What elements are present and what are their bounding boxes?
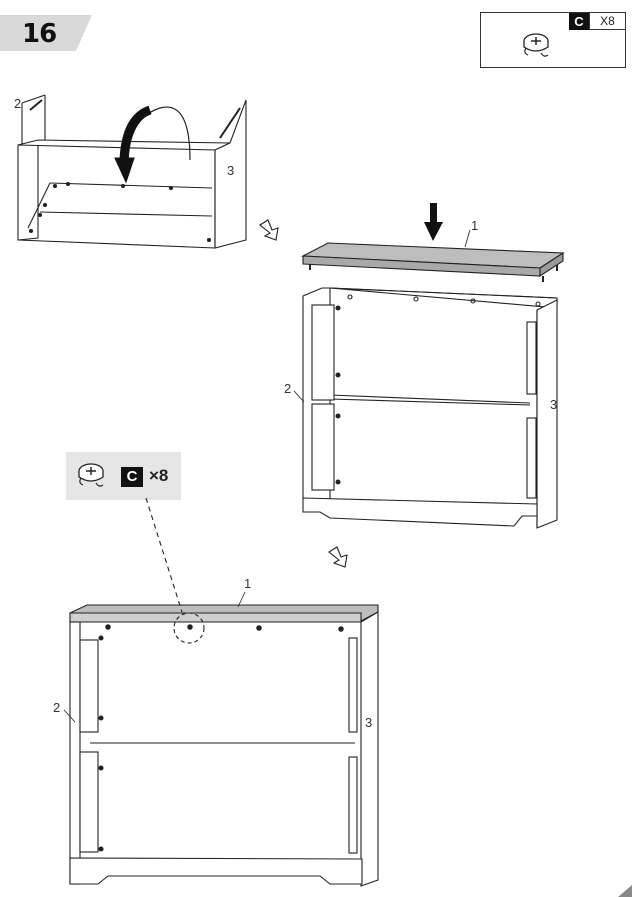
hardware-callout: C ×8 <box>66 452 181 500</box>
part-label-2: 2 <box>284 381 292 396</box>
hardware-part-letter: C <box>569 13 589 30</box>
diagram-2-cabinet <box>293 287 558 529</box>
step-number: 16 <box>22 19 57 49</box>
part-label-1: 1 <box>244 576 252 591</box>
callout-leader-line <box>145 497 183 613</box>
cam-lock-icon <box>523 33 549 57</box>
part-label-2: 2 <box>14 96 22 111</box>
part-label-3: 3 <box>365 715 373 730</box>
hardware-quantity: X8 <box>589 13 625 30</box>
down-arrow-icon <box>424 203 443 241</box>
callout-part-letter: C <box>121 467 143 487</box>
diagram-2-top-panel <box>300 229 565 282</box>
step-badge: 16 <box>0 13 93 53</box>
callout-quantity: ×8 <box>149 466 169 485</box>
detail-circle <box>173 612 205 644</box>
direction-arrow-icon <box>259 219 279 241</box>
part-label-2: 2 <box>53 700 61 715</box>
page-corner <box>618 885 632 897</box>
hardware-box: C X8 <box>480 12 626 68</box>
part-label-3: 3 <box>550 397 558 412</box>
direction-arrow-icon <box>328 546 348 568</box>
cam-lock-icon <box>78 463 104 487</box>
part-label-3: 3 <box>227 163 235 178</box>
step-badge-shape <box>0 15 92 51</box>
diagram-3-cabinet <box>63 497 379 887</box>
part-label-1: 1 <box>471 218 479 233</box>
rotate-arrow-icon <box>114 105 191 184</box>
